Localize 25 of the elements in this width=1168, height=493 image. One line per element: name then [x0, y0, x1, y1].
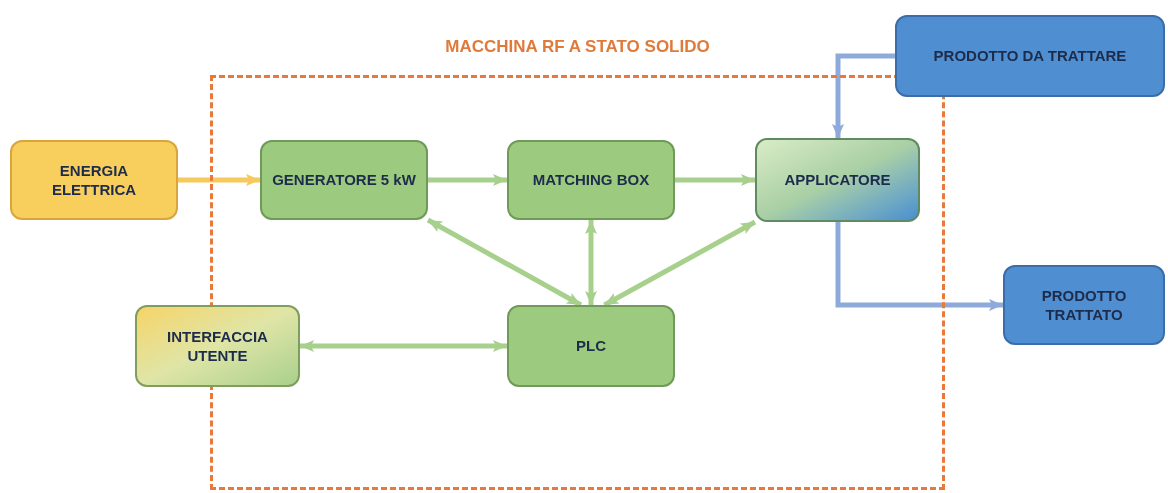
- arrow: [675, 174, 755, 186]
- box-label: APPLICATORE: [784, 170, 891, 190]
- process-box: [507, 140, 675, 220]
- process-box: [1003, 265, 1165, 345]
- process-box: [260, 140, 428, 220]
- box-label: PRODOTTO TRATTATO: [1040, 285, 1128, 325]
- box-label: GENERATORE 5 kW: [272, 170, 416, 190]
- arrow: [585, 220, 597, 305]
- box-label: ENERGIA ELETTRICA: [50, 160, 138, 200]
- process-box: [135, 305, 300, 387]
- arrow: [603, 219, 757, 308]
- process-box: [507, 305, 675, 387]
- box-label: PRODOTTO DA TRATTARE: [933, 46, 1127, 66]
- arrow: [300, 340, 507, 352]
- box-label: PLC: [576, 336, 606, 356]
- box-label: MATCHING BOX: [532, 170, 650, 190]
- process-box: [755, 138, 920, 222]
- arrow: [832, 53, 895, 138]
- process-box: [10, 140, 178, 220]
- arrow: [178, 174, 260, 186]
- arrow: [428, 174, 507, 186]
- process-box: [895, 15, 1165, 97]
- arrow: [426, 217, 583, 308]
- box-label: INTERFACCIA UTENTE: [166, 326, 269, 366]
- arrow: [835, 222, 1003, 311]
